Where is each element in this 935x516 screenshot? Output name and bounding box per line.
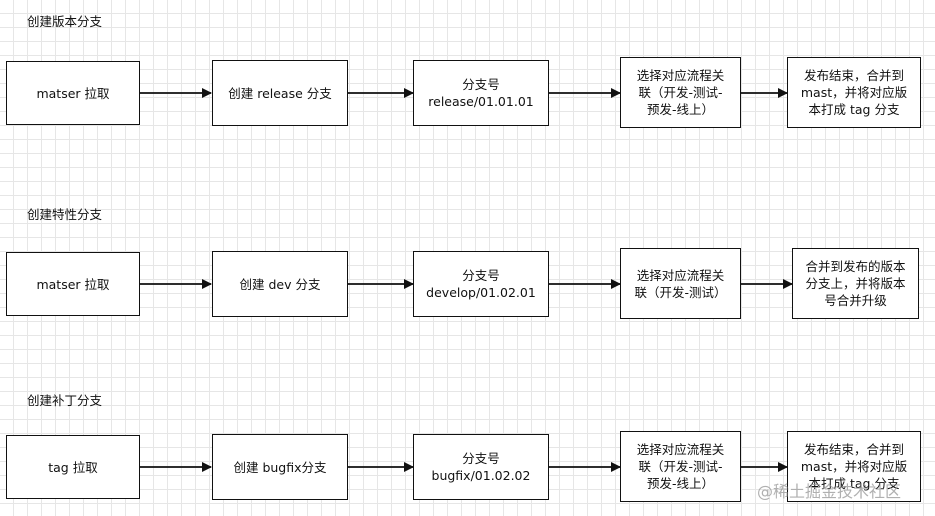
step-box-r1-flow: 选择对应流程关 联（开发-测试- 预发-线上） bbox=[620, 57, 741, 128]
step-box-r2-create: 创建 dev 分支 bbox=[212, 251, 348, 317]
step-box-r3-release: 发布结束，合并到 mast，并将对应版 本打成 tag 分支 bbox=[787, 431, 921, 502]
step-box-r2-source: matser 拉取 bbox=[6, 252, 140, 316]
step-box-r1-branch: 分支号 release/01.01.01 bbox=[413, 60, 549, 126]
step-box-r3-flow: 选择对应流程关 联（开发-测试- 预发-线上） bbox=[620, 431, 741, 502]
row-title-bugfix: 创建补丁分支 bbox=[27, 393, 103, 408]
step-box-r2-flow: 选择对应流程关 联（开发-测试） bbox=[620, 248, 741, 319]
step-box-r1-create: 创建 release 分支 bbox=[212, 60, 348, 126]
step-box-r2-branch: 分支号 develop/01.02.01 bbox=[413, 251, 549, 317]
step-box-r1-release: 发布结束，合并到 mast，并将对应版 本打成 tag 分支 bbox=[787, 57, 921, 128]
step-box-r3-branch: 分支号 bugfix/01.02.02 bbox=[413, 434, 549, 500]
row-title-release: 创建版本分支 bbox=[27, 14, 103, 29]
step-box-r3-source: tag 拉取 bbox=[6, 435, 140, 499]
watermark: @稀土掘金技术社区 bbox=[757, 482, 902, 501]
row-title-feature: 创建特性分支 bbox=[27, 207, 103, 222]
step-box-r3-create: 创建 bugfix分支 bbox=[212, 434, 348, 500]
step-box-r2-merge: 合并到发布的版本 分支上，并将版本 号合并升级 bbox=[792, 248, 919, 319]
step-box-r1-source: matser 拉取 bbox=[6, 61, 140, 125]
